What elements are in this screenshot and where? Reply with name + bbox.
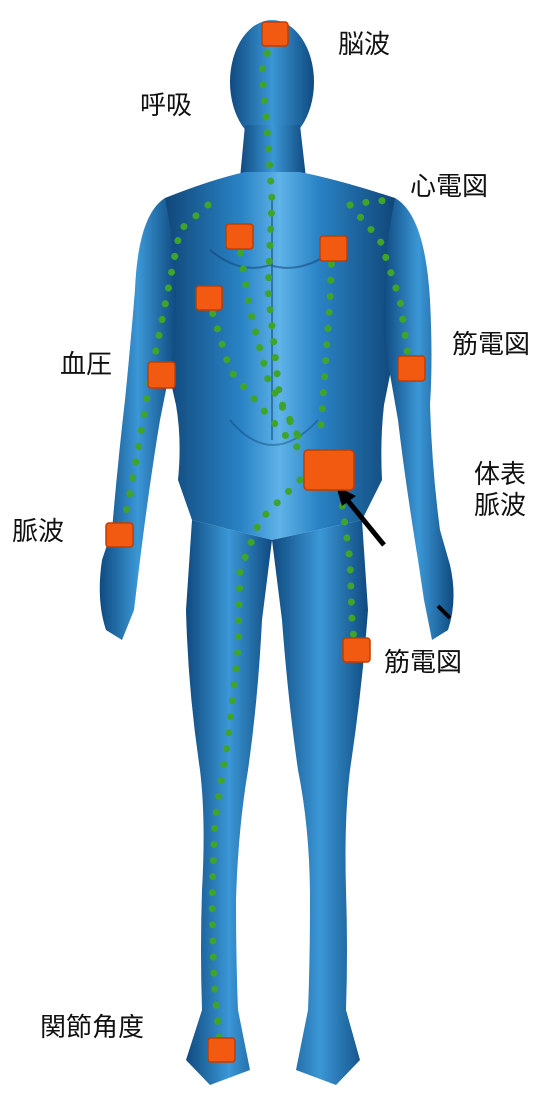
- label-surface-pulse: 体表 脈波: [474, 460, 526, 522]
- label-emg-arm: 筋電図: [452, 330, 530, 361]
- neck-shape: [240, 125, 306, 178]
- left-leg-shape: [186, 520, 272, 1085]
- label-joint-angle: 関節角度: [40, 1013, 144, 1044]
- sensor-surface-pulse: [304, 450, 354, 490]
- label-surface-pulse-line1: 体表: [474, 460, 526, 491]
- sensor-joint-angle: [208, 1038, 235, 1062]
- sensor-eeg: [262, 22, 288, 46]
- torso-shape: [155, 172, 404, 540]
- right-arm-shape: [384, 198, 454, 640]
- sensor-blood-pressure: [148, 362, 175, 388]
- left-arm-shape: [100, 198, 177, 640]
- label-blood-pressure: 血圧: [60, 350, 112, 381]
- sensor-pulse-wave: [106, 523, 133, 547]
- label-surface-pulse-line2: 脈波: [474, 491, 526, 522]
- label-pulse-wave: 脈波: [12, 517, 64, 548]
- body-silhouette: [100, 20, 454, 1085]
- sensor-chest-right: [320, 236, 347, 261]
- sensor-chest-left: [226, 224, 253, 249]
- label-ecg: 心電図: [410, 172, 488, 203]
- sensor-emg-arm: [398, 356, 425, 381]
- label-emg-leg: 筋電図: [384, 648, 462, 679]
- sensor-side-left: [196, 286, 222, 310]
- label-respiration: 呼吸: [140, 91, 192, 122]
- sensor-emg-leg: [343, 638, 370, 662]
- label-eeg: 脳波: [338, 30, 390, 61]
